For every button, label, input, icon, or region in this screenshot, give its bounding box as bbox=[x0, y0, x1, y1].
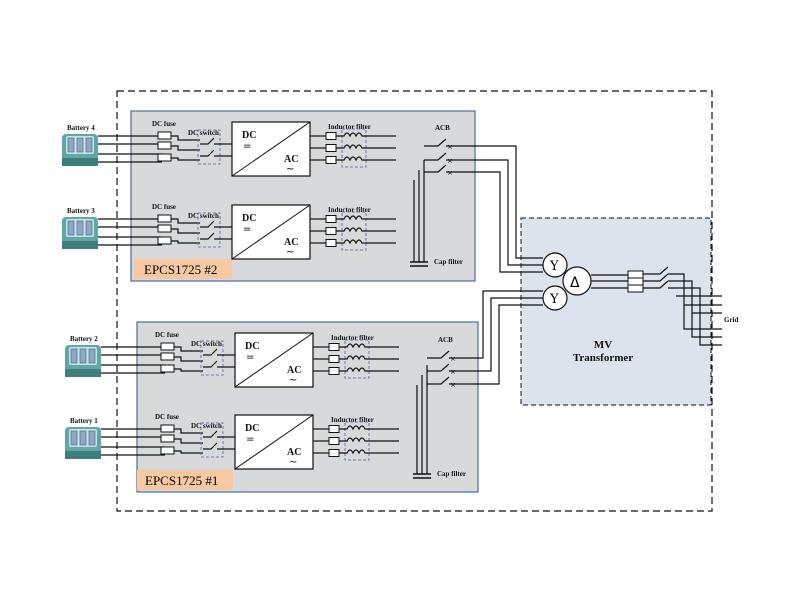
svg-text:×: × bbox=[447, 169, 453, 177]
dc-fuse-label: DC fuse bbox=[152, 120, 176, 128]
svg-text:×: × bbox=[447, 143, 453, 151]
ac-symbol: ~ bbox=[289, 457, 297, 468]
acb-unit-2-label: ACB bbox=[435, 124, 450, 132]
dc-switch bbox=[197, 129, 221, 165]
inductor-filter-label: Inductor filter bbox=[331, 334, 374, 342]
converter-ac-label: AC bbox=[284, 154, 298, 165]
winding-y-b bbox=[542, 285, 568, 311]
dc-switch bbox=[200, 422, 224, 458]
dc-fuse bbox=[157, 224, 172, 233]
branch-2: Battery 2 DC fuse DC switch DC= AC~ Inductor … bbox=[65, 331, 399, 388]
battery-icon bbox=[65, 345, 101, 377]
grid-connection: Grid bbox=[591, 266, 738, 346]
converter-dc-label: DC bbox=[242, 213, 256, 224]
inductor-filter-label: Inductor filter bbox=[331, 416, 374, 424]
cap-filter-2: Cap filter bbox=[410, 160, 463, 267]
winding-y-a-label: Y bbox=[549, 259, 559, 274]
dc-symbol: = bbox=[246, 352, 254, 363]
battery-label: Battery 1 bbox=[70, 417, 98, 425]
pcs-unit-1-name: EPCS1725 #1 bbox=[145, 473, 218, 488]
dc-fuse-label: DC fuse bbox=[155, 413, 179, 421]
branch-1: Battery 3 DC fuse DC switch DC= AC~ Inductor … bbox=[62, 203, 396, 260]
grid-label: Grid bbox=[724, 316, 738, 324]
winding-delta-label: Δ bbox=[570, 275, 580, 291]
dc-fuse-label: DC fuse bbox=[152, 203, 176, 211]
dc-fuse-label: DC fuse bbox=[155, 331, 179, 339]
battery-label: Battery 3 bbox=[67, 207, 95, 215]
dc-fuse bbox=[157, 153, 172, 162]
svg-text:×: × bbox=[450, 368, 456, 376]
inductor-filter-label: Inductor filter bbox=[328, 206, 371, 214]
svg-text:×: × bbox=[450, 355, 456, 363]
acb-unit-1: ACB × × × bbox=[427, 336, 463, 389]
converter-ac-label: AC bbox=[287, 447, 301, 458]
dc-switch bbox=[200, 340, 224, 376]
tx-feeders bbox=[460, 145, 543, 385]
battery-icon bbox=[62, 134, 98, 166]
pcs-unit-2-name: EPCS1725 #2 bbox=[144, 262, 217, 277]
dc-fuse bbox=[160, 434, 175, 443]
ac-symbol: ~ bbox=[286, 247, 294, 258]
dc-symbol: = bbox=[243, 224, 251, 235]
transformer-title-2: Transformer bbox=[573, 352, 633, 364]
dc-fuse bbox=[157, 236, 172, 245]
ac-symbol: ~ bbox=[289, 375, 297, 386]
battery-icon bbox=[65, 427, 101, 459]
system-boundary bbox=[116, 90, 713, 512]
dc-switch-label: DC switch bbox=[191, 340, 222, 348]
converter-dc-label: DC bbox=[245, 423, 259, 434]
converter-ac-label: AC bbox=[284, 237, 298, 248]
cap-filter-1: Cap filter bbox=[413, 365, 466, 479]
dc-fuse bbox=[157, 131, 172, 140]
dc-fuse bbox=[160, 364, 175, 373]
dc-fuse bbox=[160, 424, 175, 433]
pcs-unit-1-label-bg bbox=[137, 470, 233, 490]
battery-icon bbox=[62, 217, 98, 249]
battery-label: Battery 2 bbox=[70, 335, 98, 343]
dc-fuse bbox=[160, 342, 175, 351]
dc-switch-label: DC switch bbox=[188, 212, 219, 220]
winding-y-b-label: Y bbox=[549, 292, 559, 307]
dc-fuse bbox=[160, 352, 175, 361]
acb-unit-1-label: ACB bbox=[438, 336, 453, 344]
converter-dc-label: DC bbox=[242, 130, 256, 141]
pcs-unit-2-label-bg bbox=[134, 259, 232, 279]
dc-fuse bbox=[160, 446, 175, 455]
dc-symbol: = bbox=[243, 141, 251, 152]
dc-switch-label: DC switch bbox=[188, 129, 219, 137]
branch-0: Battery 4 DC fuse DC switch DC= AC~ Inductor … bbox=[62, 120, 396, 177]
acb-unit-2: ACB × × × bbox=[424, 124, 460, 177]
branch-3: Battery 1 DC fuse DC switch DC= AC~ Inductor … bbox=[65, 413, 399, 470]
dc-switch bbox=[197, 212, 221, 248]
battery-label: Battery 4 bbox=[67, 124, 95, 132]
dc-symbol: = bbox=[246, 434, 254, 445]
svg-text:×: × bbox=[450, 381, 456, 389]
transformer-symbol: Y Y Δ MV Transformer bbox=[542, 252, 633, 364]
transformer-region bbox=[520, 217, 712, 406]
dc-fuse bbox=[157, 214, 172, 223]
ac-symbol: ~ bbox=[286, 164, 294, 175]
dc-fuse bbox=[157, 141, 172, 150]
converter-ac-label: AC bbox=[287, 365, 301, 376]
svg-text:×: × bbox=[447, 157, 453, 165]
inductor-filter-label: Inductor filter bbox=[328, 123, 371, 131]
dc-switch-label: DC switch bbox=[191, 422, 222, 430]
winding-y-a bbox=[542, 252, 568, 278]
converter-dc-label: DC bbox=[245, 341, 259, 352]
cap-filter-2-label: Cap filter bbox=[434, 258, 463, 266]
cap-filter-1-label: Cap filter bbox=[437, 470, 466, 478]
transformer-title-1: MV bbox=[594, 339, 612, 351]
